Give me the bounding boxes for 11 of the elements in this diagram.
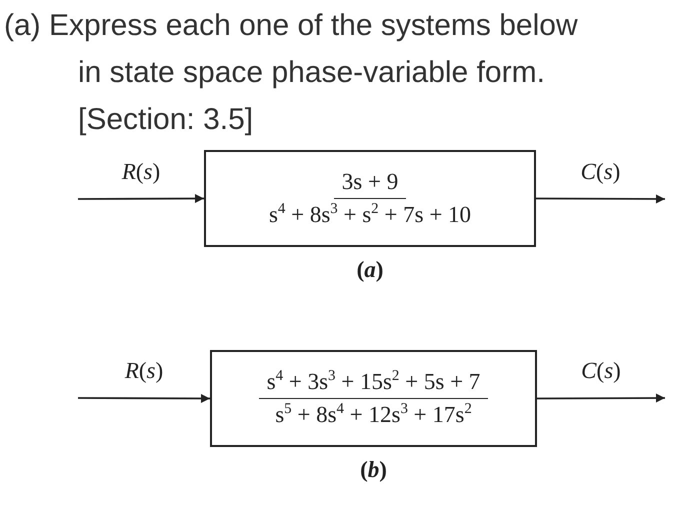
signal-arrow <box>537 394 665 403</box>
numerator: 3s + 9 <box>334 169 406 199</box>
figure-caption: (a) <box>356 257 384 283</box>
signal-arrow <box>536 194 665 204</box>
denominator: s$^{5}$ + 8s$^{4}$ + 12s$^{3}$ + 17s$^{2}$ <box>274 400 473 428</box>
signal-arrow <box>78 194 204 204</box>
denominator: s$^{4}$ + 8s$^{3}$ + s$^{2}$ + 7s + 10 <box>268 200 472 228</box>
signal-arrow <box>78 394 210 403</box>
figure-caption: (b) <box>360 457 387 483</box>
numerator: s$^{4}$ + 3s$^{3}$ + 15s$^{2}$ + 5s + 7 <box>258 369 488 399</box>
question-text: (a) Express each one of the systems below in state space phase-variable form. [Section: 3.5] <box>4 8 579 138</box>
